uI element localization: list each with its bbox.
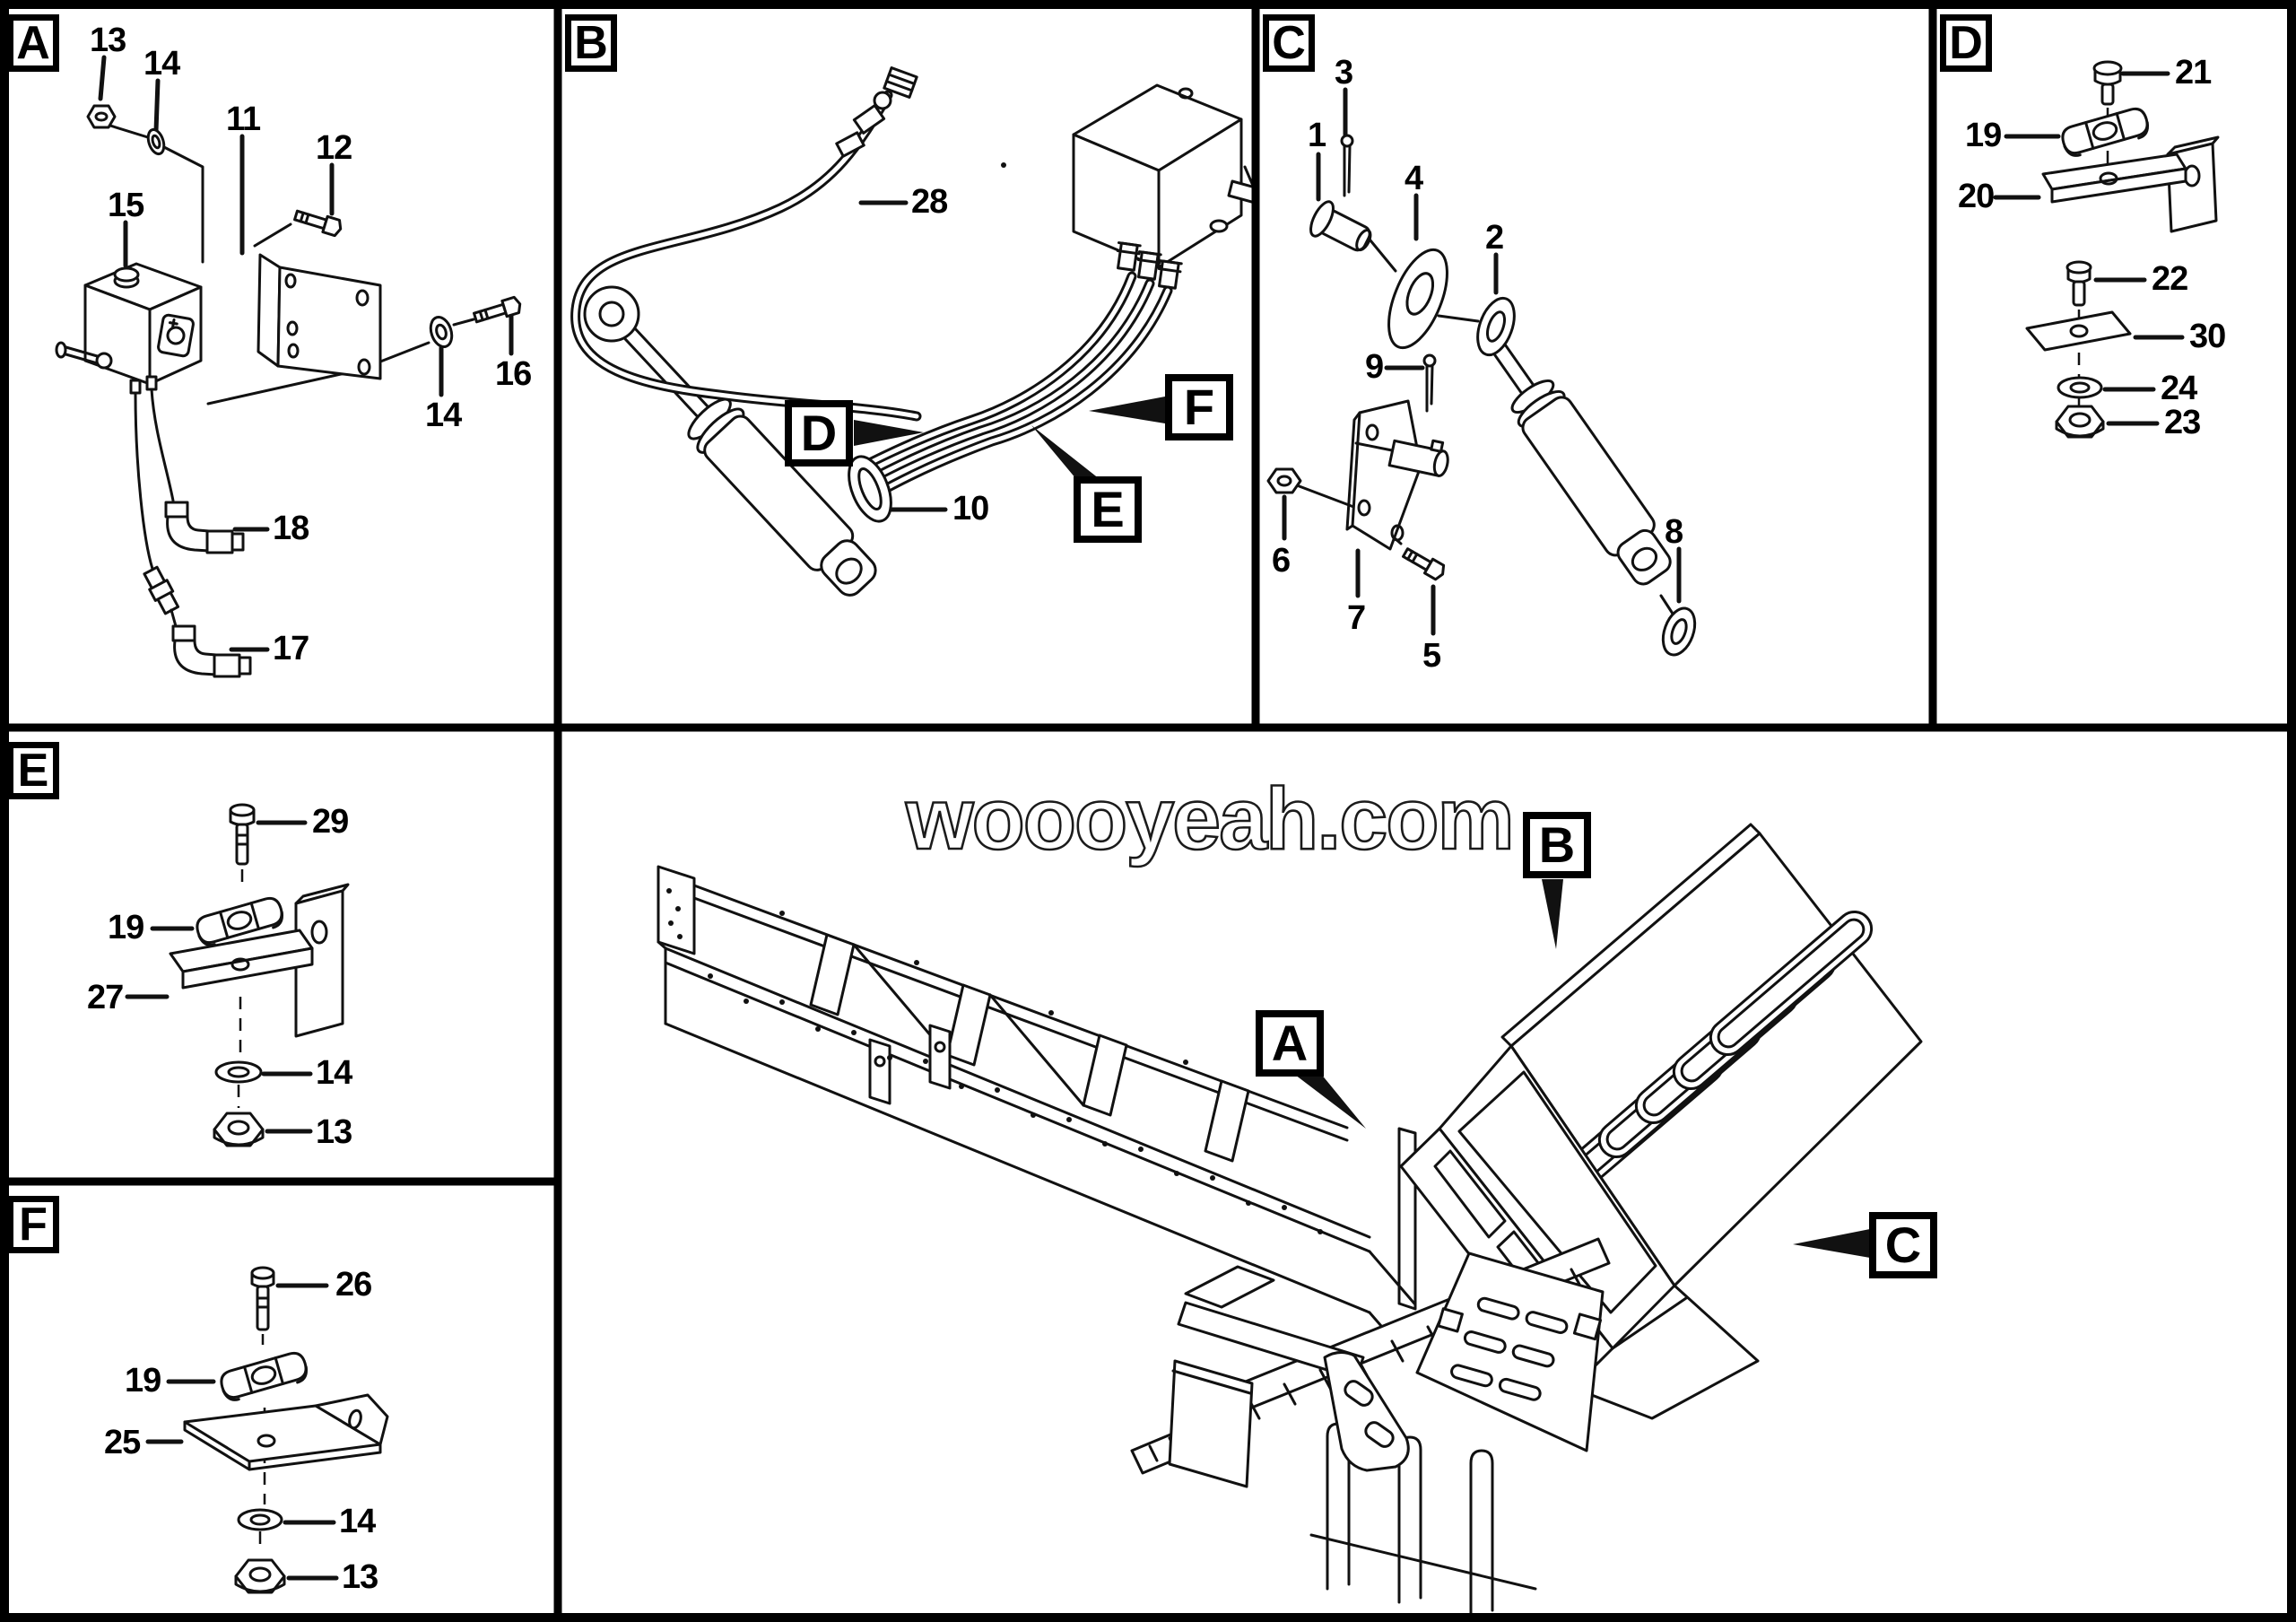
- part-label-11: 11: [226, 100, 261, 138]
- part-label-19: 19: [1965, 117, 2002, 154]
- part-label-25: 25: [104, 1424, 141, 1461]
- part-label-23: 23: [2164, 404, 2201, 441]
- panel-c-corner-label: C: [1263, 14, 1315, 72]
- part-label-29: 29: [312, 803, 349, 841]
- panel-d: D 21 19 20 22 30 24 23: [1933, 0, 2296, 728]
- callout-box-a: A: [1256, 1010, 1324, 1077]
- part-label-24: 24: [2161, 370, 2197, 407]
- part-label-19: 19: [125, 1362, 161, 1400]
- part-label-18: 18: [273, 510, 309, 547]
- panel-f: F 26 19 25 14 13: [0, 1182, 558, 1622]
- panel-b-art: [570, 66, 1256, 597]
- panel-e-art: [125, 803, 350, 1147]
- callout-box-c: C: [1869, 1212, 1937, 1278]
- part-label-7: 7: [1347, 599, 1366, 637]
- part-label-4: 4: [1405, 160, 1423, 197]
- panel-f-art: [145, 1266, 389, 1594]
- part-label-8: 8: [1665, 513, 1683, 551]
- part-label-9: 9: [1365, 348, 1384, 386]
- part-label-13: 13: [342, 1558, 378, 1596]
- callout-box-d: D: [785, 400, 853, 467]
- rivet-dots: [666, 888, 1323, 1234]
- panel-a: A 13 14 11 12 15 16 14 18 17: [0, 0, 558, 728]
- panel-b-corner-label: B: [565, 14, 617, 72]
- part-label-30: 30: [2189, 318, 2226, 355]
- part-label-17: 17: [273, 630, 309, 667]
- part-label-27: 27: [87, 979, 124, 1016]
- part-label-12: 12: [316, 129, 352, 167]
- part-label-21: 21: [2175, 54, 2212, 92]
- part-label-13: 13: [90, 22, 126, 59]
- part-label-28: 28: [911, 183, 948, 221]
- panel-b: B 28 10 D E F: [558, 0, 1256, 728]
- part-label-13: 13: [316, 1113, 352, 1151]
- part-label-14: 14: [144, 45, 180, 83]
- part-label-10: 10: [952, 490, 989, 528]
- part-label-2: 2: [1485, 219, 1504, 257]
- part-label-20: 20: [1958, 178, 1995, 215]
- callout-box-b: B: [1523, 812, 1591, 878]
- panel-e-corner-label: E: [7, 742, 59, 799]
- panel-e: E 29 19 27 14 13: [0, 728, 558, 1182]
- part-label-6: 6: [1272, 542, 1291, 580]
- part-label-14: 14: [316, 1054, 352, 1092]
- main-illustration: woooyeah.com: [558, 728, 2296, 1622]
- part-label-26: 26: [335, 1266, 372, 1304]
- part-label-16: 16: [495, 355, 532, 393]
- part-label-22: 22: [2152, 260, 2188, 298]
- part-label-19: 19: [108, 909, 144, 946]
- panel-d-corner-label: D: [1940, 14, 1992, 72]
- elbow-fitting-18: [164, 501, 245, 554]
- panel-d-art: [1993, 60, 2220, 439]
- callout-box-e: E: [1074, 476, 1142, 543]
- part-label-14: 14: [339, 1503, 376, 1540]
- callout-box-f: F: [1165, 374, 1233, 440]
- panel-a-art: [55, 55, 522, 678]
- part-label-14b: 14: [425, 397, 462, 434]
- part-label-1: 1: [1308, 117, 1326, 154]
- panel-a-corner-label: A: [7, 14, 59, 72]
- part-label-5: 5: [1422, 637, 1441, 675]
- panel-c: C 3 1 4 2 9 6 7 5 8: [1256, 0, 1933, 728]
- truck-illustration: woooyeah.com: [657, 769, 1923, 1616]
- part-label-3: 3: [1335, 54, 1353, 92]
- part-label-15: 15: [108, 187, 144, 224]
- watermark-text: woooyeah.com: [905, 770, 1513, 868]
- panel-f-corner-label: F: [7, 1196, 59, 1253]
